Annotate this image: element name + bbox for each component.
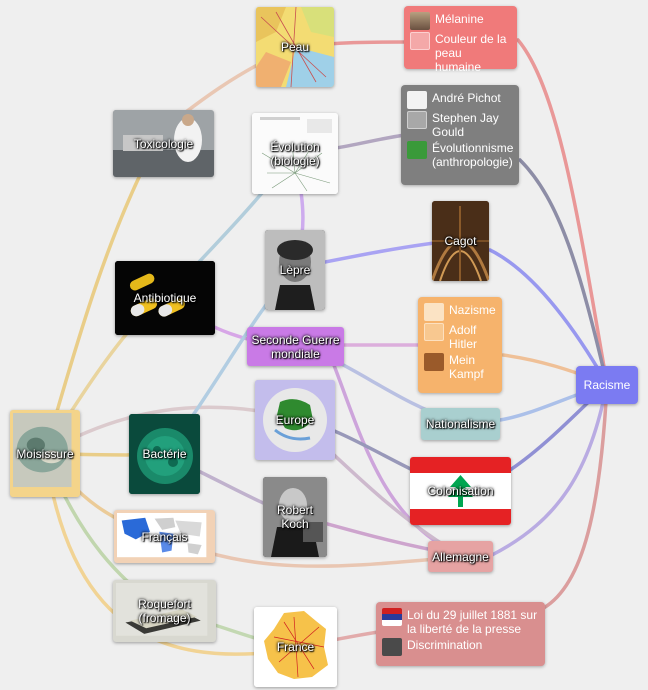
card-row[interactable]: Couleur de la peau humaine xyxy=(410,32,511,74)
fleur-de-lis-icon xyxy=(407,141,427,159)
node-toxicologie[interactable]: Toxicologie xyxy=(113,110,214,177)
node-label: Toxicologie xyxy=(133,136,194,151)
node-roquefort[interactable]: Roquefort(fromage) xyxy=(113,580,216,642)
card-row[interactable]: Stephen Jay Gould xyxy=(407,111,513,139)
node-racisme[interactable]: Racisme xyxy=(576,366,638,404)
card-row[interactable]: Loi du 29 juillet 1881 sur la liberté de… xyxy=(382,608,539,636)
globe-image xyxy=(255,380,335,460)
lab-photo xyxy=(113,110,214,177)
card-row-label: Mein Kampf xyxy=(449,353,484,381)
node-label: Colonisation xyxy=(427,484,494,498)
card-row[interactable]: Évolutionnisme (anthropologie) xyxy=(407,141,513,169)
card-row-label: Évolutionnisme (anthropologie) xyxy=(432,141,514,169)
book-icon xyxy=(424,353,444,371)
card-row[interactable]: Adolf Hitler xyxy=(424,323,496,351)
node-peau[interactable]: Peau xyxy=(256,7,334,87)
melanine-thumbnail xyxy=(410,12,430,30)
phylogenetic-tree-image xyxy=(252,113,338,194)
pills-photo xyxy=(115,261,215,335)
card-ww2[interactable]: Nazisme Adolf Hitler Mein Kampf xyxy=(418,297,502,393)
node-colonisation[interactable]: Colonisation xyxy=(410,457,511,525)
node-france[interactable]: France xyxy=(254,607,337,687)
mold-photo xyxy=(13,413,72,488)
node-lepre[interactable]: Lèpre xyxy=(265,230,325,310)
node-label: Roquefort(fromage) xyxy=(138,597,191,625)
card-row-label: André Pichot xyxy=(432,91,501,105)
card-france[interactable]: Loi du 29 juillet 1881 sur la liberté de… xyxy=(376,602,545,666)
node-label: Peau xyxy=(280,40,310,54)
node-allemagne[interactable]: Allemagne xyxy=(428,541,493,572)
node-label: Cagot xyxy=(444,234,477,248)
map-thumbnail xyxy=(256,7,334,87)
card-row-label: Mélanine xyxy=(435,12,484,26)
cheese-photo xyxy=(116,583,208,636)
node-label: Français xyxy=(141,529,188,544)
image-placeholder-icon xyxy=(410,32,430,50)
photo-thumbnail xyxy=(382,638,402,656)
graph-icon xyxy=(407,91,427,109)
node-label: Bactérie xyxy=(142,447,187,461)
node-evolution[interactable]: Évolution(biologie) xyxy=(252,113,338,194)
node-francais[interactable]: Français xyxy=(114,510,215,563)
card-row-label: Stephen Jay Gould xyxy=(432,111,499,139)
node-label: Moisissure xyxy=(16,446,74,461)
node-europe[interactable]: Europe xyxy=(255,380,335,460)
node-label: Europe xyxy=(275,413,315,427)
card-row[interactable]: Mélanine xyxy=(410,12,511,30)
flag-image xyxy=(410,457,511,525)
portrait-photo xyxy=(263,477,327,557)
node-antibiotique[interactable]: Antibiotique xyxy=(115,261,215,335)
image-placeholder-icon xyxy=(407,111,427,129)
card-row[interactable]: Mein Kampf xyxy=(424,353,496,381)
world-map-image xyxy=(117,513,207,558)
node-moisissure[interactable]: Moisissure xyxy=(10,410,80,497)
node-nationalisme[interactable]: Nationalisme xyxy=(421,408,500,440)
node-cagot[interactable]: Cagot xyxy=(432,201,489,281)
card-peau[interactable]: Mélanine Couleur de la peau humaine xyxy=(404,6,517,74)
node-label: Lèpre xyxy=(279,263,311,277)
card-row-label: Adolf Hitler xyxy=(449,323,478,351)
card-row[interactable]: Discrimination xyxy=(382,638,539,656)
card-row-label: Nazisme xyxy=(449,303,496,317)
node-bacterie[interactable]: Bactérie xyxy=(129,414,200,494)
card-evolution[interactable]: André Pichot Stephen Jay Gould Évolution… xyxy=(401,85,519,185)
image-placeholder-icon xyxy=(424,323,444,341)
card-row[interactable]: Nazisme xyxy=(424,303,496,321)
chemical-structure-icon xyxy=(424,303,444,321)
node-label: Évolution(biologie) xyxy=(270,139,320,168)
card-row-label: Discrimination xyxy=(407,638,483,652)
flag-icon xyxy=(382,608,402,626)
node-label: France xyxy=(276,640,315,654)
node-label: Allemagne xyxy=(432,549,489,564)
node-label: Racisme xyxy=(583,378,631,392)
card-row-label: Couleur de la peau humaine xyxy=(435,32,507,74)
card-row-label: Loi du 29 juillet 1881 sur la liberté de… xyxy=(407,608,538,636)
node-label: Nationalisme xyxy=(425,417,496,431)
node-label: Antibiotique xyxy=(133,291,197,305)
france-map-image xyxy=(254,607,337,687)
portrait-photo xyxy=(265,230,325,310)
bacteria-image xyxy=(129,414,200,494)
card-row[interactable]: André Pichot xyxy=(407,91,513,109)
vault-photo xyxy=(432,201,489,281)
